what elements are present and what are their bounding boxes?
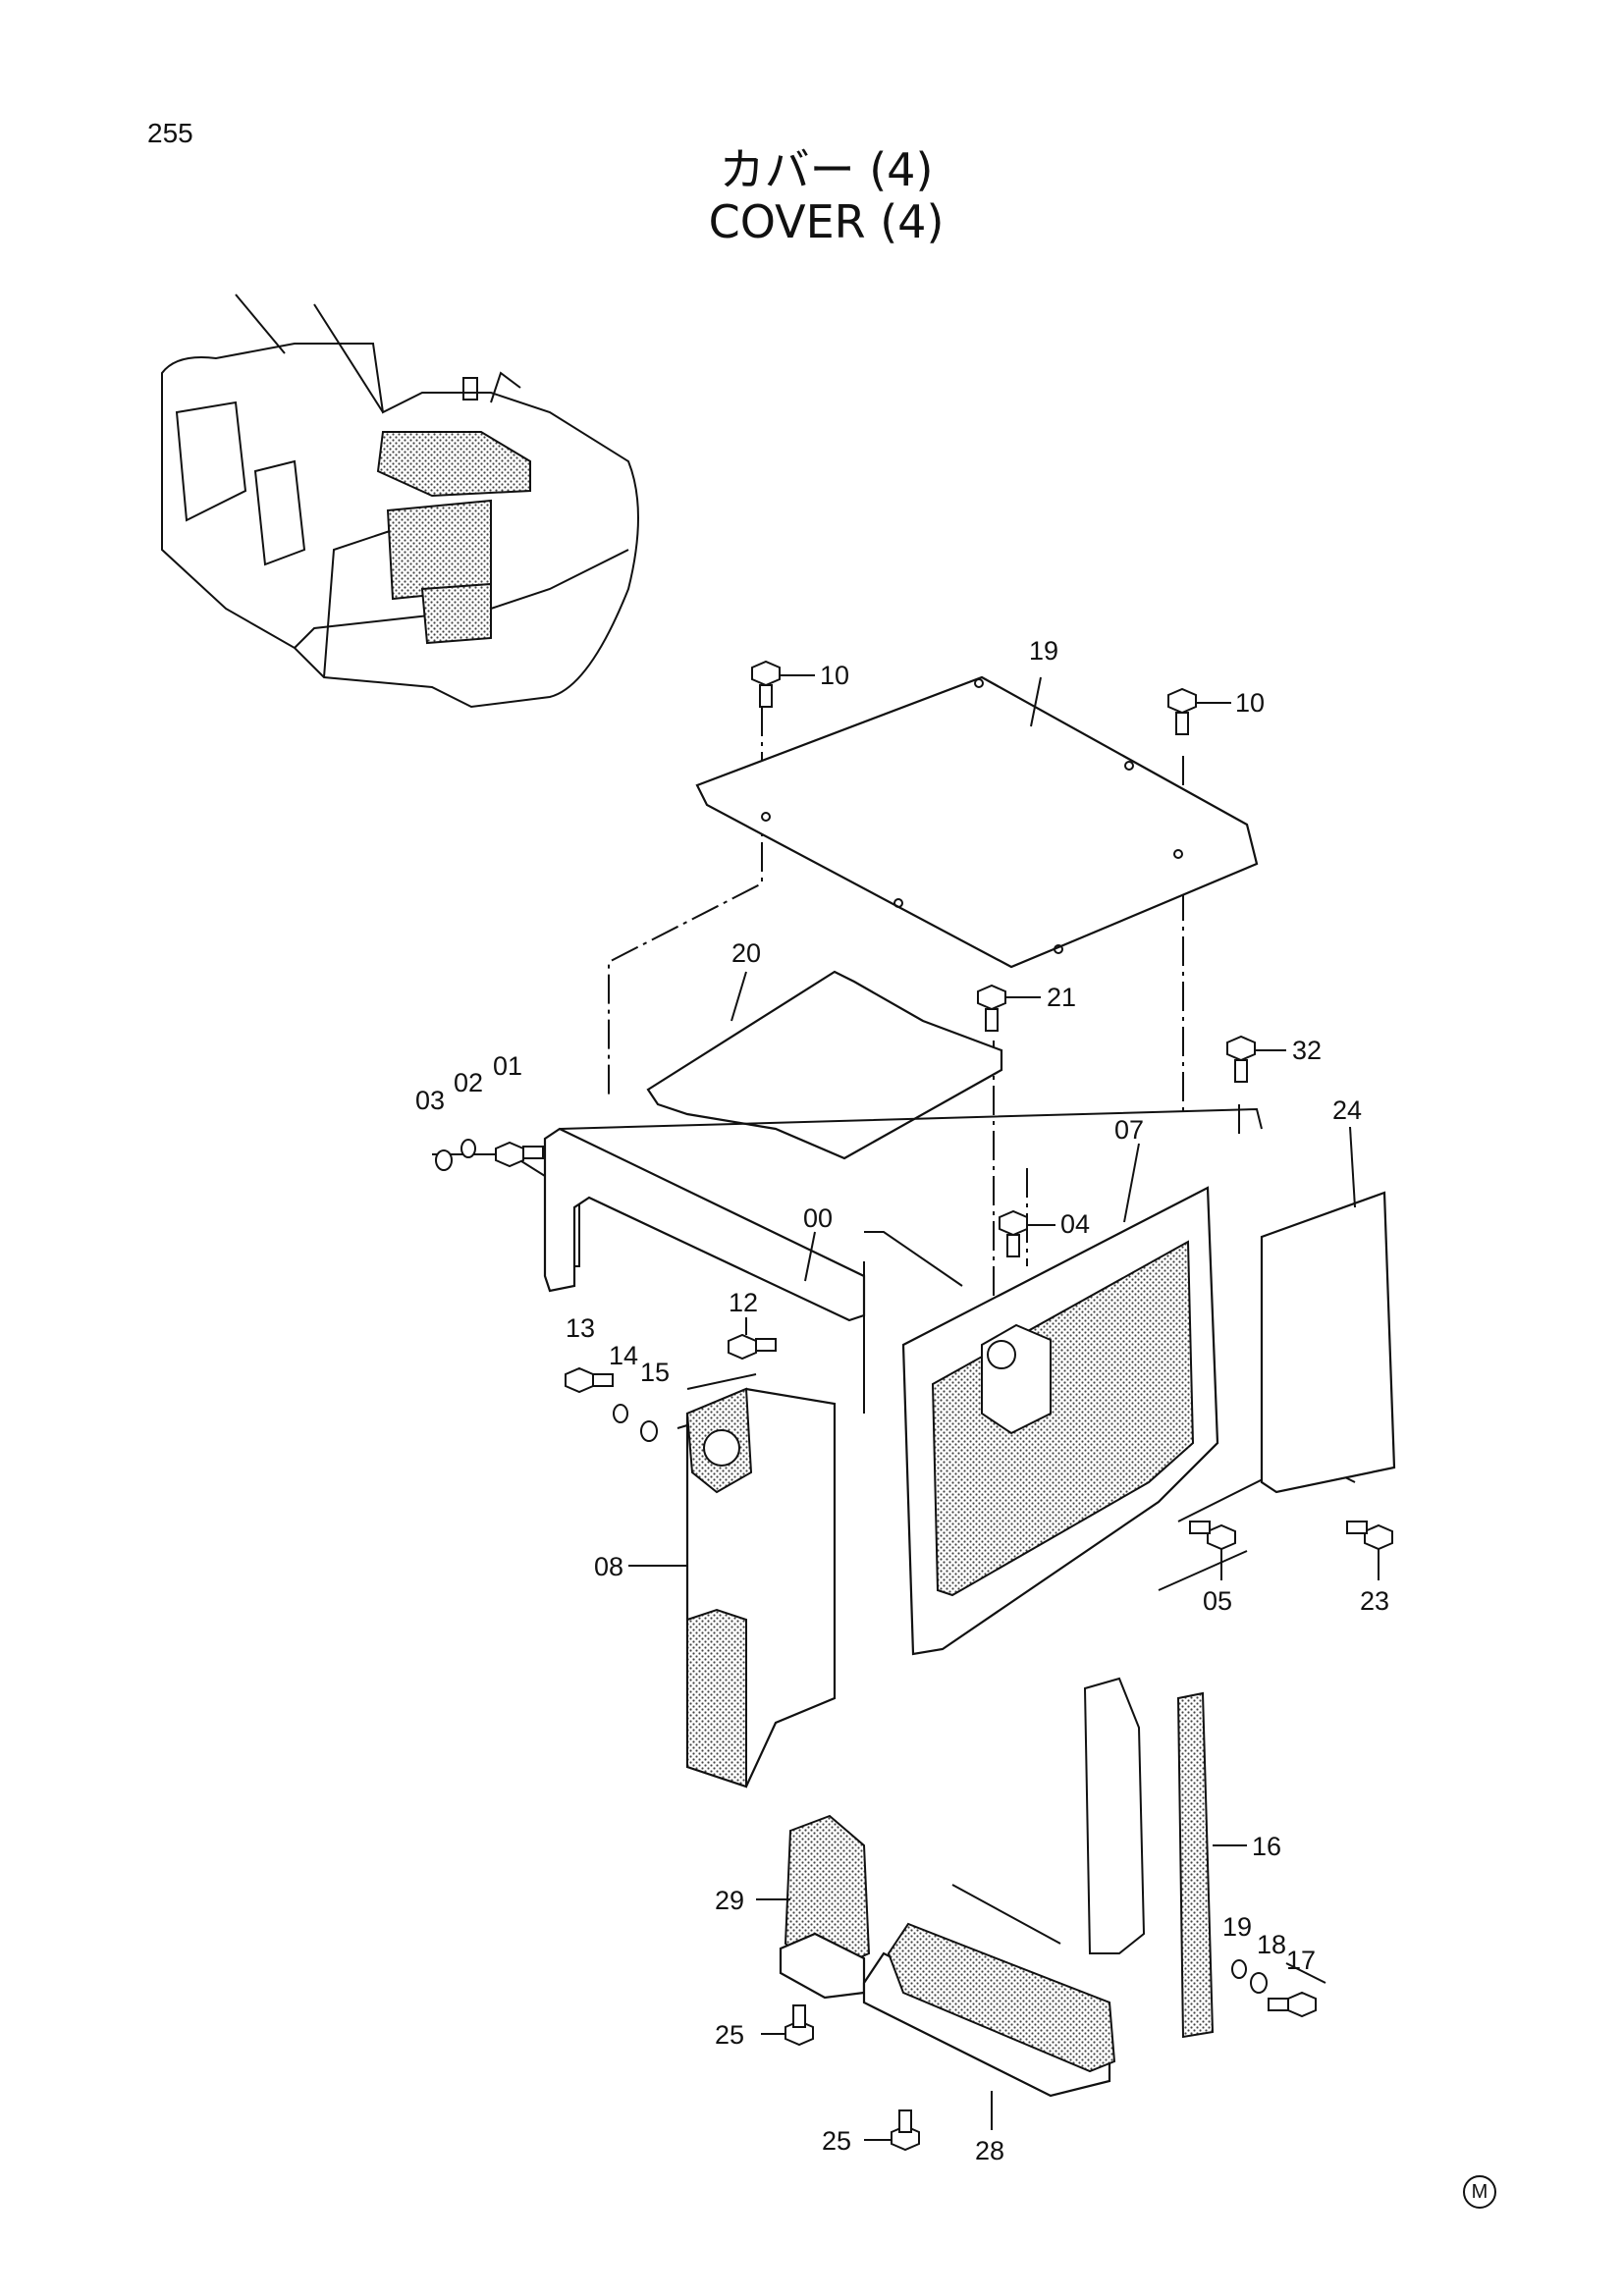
callout-25-upper: 25 [715, 2020, 744, 2050]
title-japanese: カバー (4) [719, 143, 934, 196]
callout-09: 19 [1029, 636, 1058, 666]
callout-04: 04 [1060, 1209, 1090, 1239]
callout-08: 08 [594, 1552, 623, 1581]
callout-18: 18 [1257, 1930, 1286, 1959]
callout-16: 16 [1252, 1832, 1281, 1861]
part-24-side-bracket [1260, 1191, 1396, 1494]
callout-00: 00 [803, 1203, 833, 1233]
callout-32: 32 [1292, 1036, 1322, 1065]
callout-10-right: 10 [1235, 688, 1265, 718]
excavator-overview-illustration [161, 294, 639, 709]
callout-21: 21 [1047, 983, 1076, 1012]
callout-24: 24 [1332, 1095, 1362, 1125]
callout-17: 17 [1286, 1946, 1316, 1975]
callout-29: 29 [715, 1886, 744, 1915]
callout-labels: 19 10 10 20 21 32 01 02 03 04 07 24 00 1… [415, 636, 1389, 2165]
title-english: COVER (4) [708, 195, 945, 248]
leader-lines [628, 674, 1380, 2141]
part-00-frame [543, 1127, 866, 1322]
callout-05: 05 [1203, 1586, 1232, 1616]
part-29-bracket [784, 1814, 871, 1975]
callout-23: 23 [1360, 1586, 1389, 1616]
callout-01: 01 [493, 1051, 522, 1081]
callout-02: 02 [454, 1068, 483, 1097]
footer-mark: M [1463, 2175, 1496, 2209]
page-number: 255 [147, 118, 193, 148]
callout-15: 15 [640, 1358, 670, 1387]
callout-20: 20 [731, 938, 761, 968]
callout-10-left: 10 [820, 661, 849, 690]
part-16-seal-strip [1176, 1691, 1215, 2039]
callout-28: 28 [975, 2136, 1004, 2165]
part-20-plate [646, 970, 1003, 1160]
fasteners [435, 660, 1393, 2152]
part-09-top-cover [695, 675, 1259, 969]
callout-12: 12 [729, 1288, 758, 1317]
callout-19: 19 [1222, 1912, 1252, 1942]
callout-03: 03 [415, 1086, 445, 1115]
callout-07: 07 [1114, 1115, 1144, 1145]
callout-25-lower: 25 [822, 2126, 851, 2156]
callout-13: 13 [566, 1313, 595, 1343]
callout-14: 14 [609, 1341, 638, 1370]
